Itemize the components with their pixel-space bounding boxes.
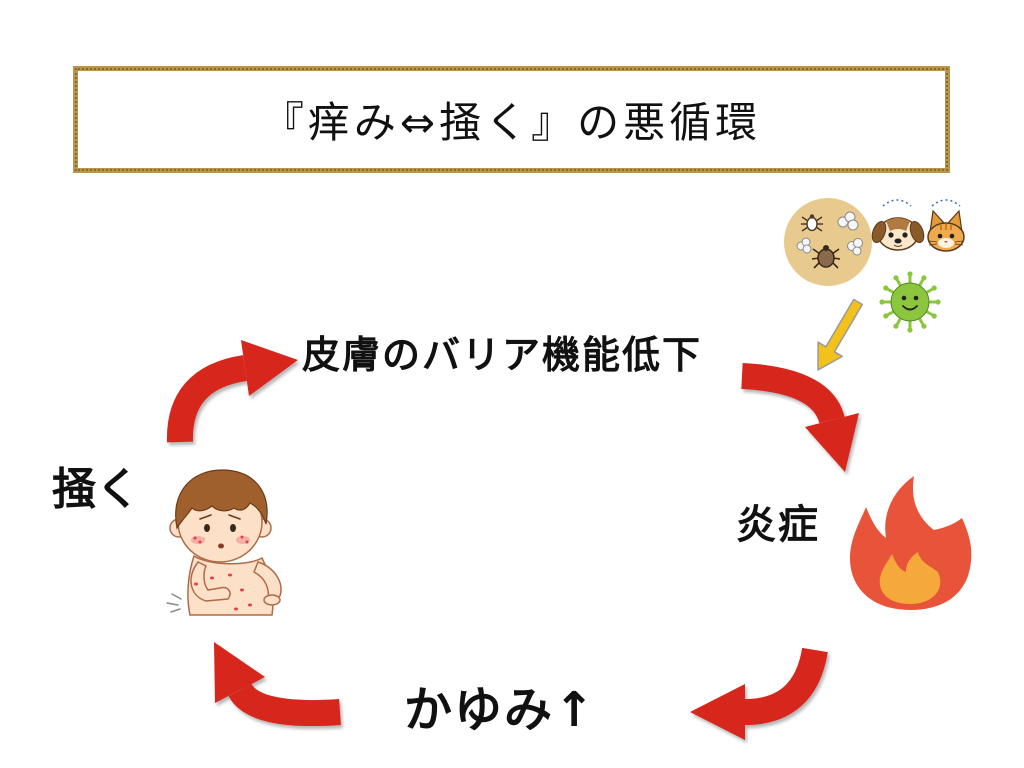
- dust-icon: [796, 211, 863, 256]
- arrow-body: [741, 363, 845, 425]
- arrow-head: [241, 340, 298, 396]
- flame-inner: [879, 552, 941, 604]
- mites-dust-icon: [784, 198, 872, 286]
- germ-icon: [879, 271, 941, 333]
- inflammation-label: 炎症: [736, 502, 820, 548]
- flame-outer: [849, 476, 972, 610]
- fire-icon: [849, 476, 972, 610]
- dog-icon: [871, 199, 925, 251]
- title-box: 『痒み⇔掻く』の悪循環: [73, 66, 950, 173]
- arrow-head: [690, 684, 745, 740]
- cycle-arrow-scratch-to-barrier: [166, 340, 298, 443]
- arrow-body: [228, 682, 341, 727]
- cycle-arrow-barrier-to-inflammation: [741, 363, 859, 472]
- scratching-child-icon: [166, 469, 282, 616]
- cycle-arrow-itch-to-scratch: [214, 642, 341, 727]
- page-title: 『痒み⇔掻く』の悪循環: [261, 98, 762, 147]
- arrow-head: [214, 642, 265, 703]
- arrow-down-left-icon: [817, 298, 864, 371]
- cycle-arrow-inflammation-to-itch: [690, 647, 828, 740]
- mite-icon: [811, 245, 841, 269]
- arrow-body: [166, 355, 248, 443]
- arrow-head: [805, 413, 859, 472]
- child-hair: [175, 469, 268, 530]
- itch-label: かゆみ↑: [404, 682, 597, 738]
- child-scratching-arm: [190, 561, 231, 602]
- cat-icon: [927, 199, 965, 252]
- scratch-motion-marks: [166, 593, 182, 613]
- mite-icon: [801, 214, 823, 232]
- rash-spots: [194, 573, 252, 611]
- arrow-body: [744, 647, 828, 725]
- scratch-label: 掻く: [52, 464, 140, 515]
- barrier-label: 皮膚のバリア機能低下: [301, 333, 702, 377]
